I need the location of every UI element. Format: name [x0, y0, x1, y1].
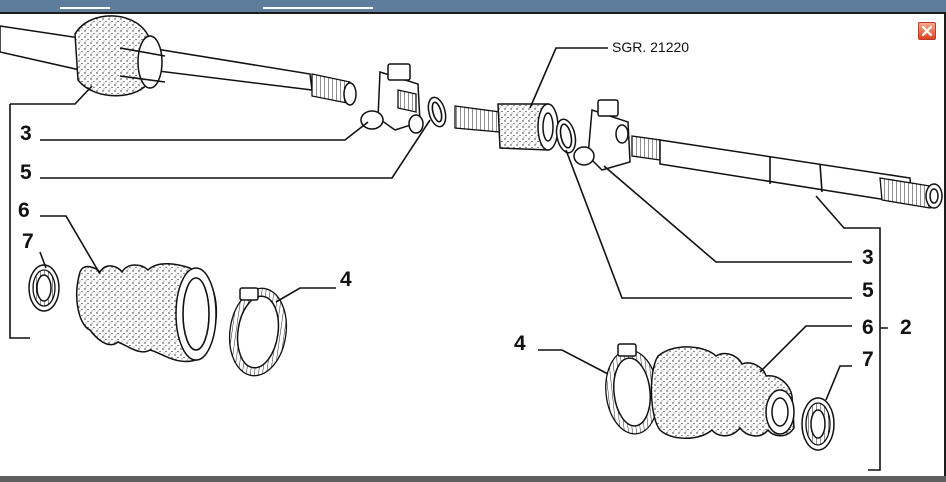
leader-lines — [9, 47, 888, 471]
callout-left-small-clamp: 7 — [22, 230, 34, 253]
title-bar — [0, 0, 946, 12]
right-small-clamp — [801, 397, 835, 451]
right-drive-shaft — [631, 135, 943, 209]
close-button[interactable] — [918, 22, 936, 40]
left-boot — [76, 263, 218, 363]
callout-right-small-clamp: 7 — [862, 348, 874, 371]
callout-left-large-clamp: 4 — [340, 268, 352, 291]
left-small-clamp — [28, 264, 60, 312]
left-circlip — [427, 96, 447, 128]
title-bar-link[interactable] — [263, 0, 373, 9]
reference-label: SGR. 21220 — [612, 39, 689, 55]
right-tripod-joint — [573, 99, 631, 171]
callout-right-large-clamp: 4 — [514, 332, 526, 355]
callout-right-boot: 6 — [862, 316, 874, 339]
callout-left-circlip: 5 — [20, 161, 32, 184]
callout-right-group: 2 — [900, 316, 912, 339]
left-large-clamp — [228, 287, 288, 377]
left-tripod-joint — [360, 63, 424, 134]
title-bar-link[interactable] — [60, 0, 110, 9]
left-drive-shaft — [0, 15, 357, 106]
right-large-clamp — [605, 343, 659, 435]
center-joint-housing — [454, 103, 559, 151]
status-bar — [0, 476, 946, 482]
right-circlip — [555, 118, 577, 154]
callout-left-joint: 3 — [20, 122, 32, 145]
callout-right-joint: 3 — [862, 246, 874, 269]
close-icon — [921, 25, 933, 37]
callout-right-circlip: 5 — [862, 279, 874, 302]
callout-left-boot: 6 — [18, 199, 30, 222]
right-boot — [650, 346, 795, 439]
